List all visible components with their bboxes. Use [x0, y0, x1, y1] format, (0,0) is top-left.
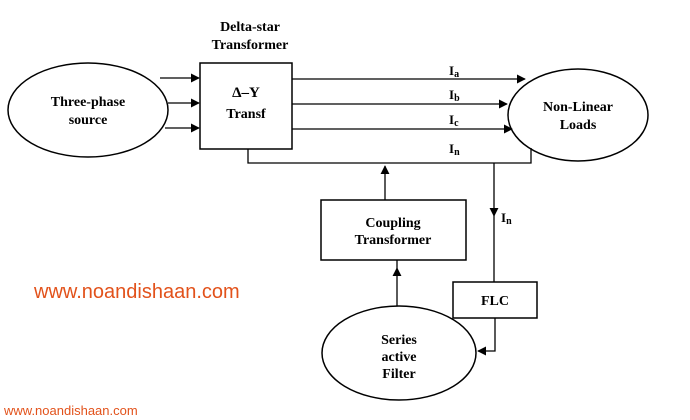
transformer-title-line2: Transformer	[212, 38, 289, 53]
loads-label-line1: Non-Linear	[543, 100, 613, 115]
transformer-label: Transf	[226, 107, 266, 122]
watermark-main: www.noandishaan.com	[33, 281, 240, 303]
loads-label-line2: Loads	[560, 118, 597, 133]
transformer-title-line1: Delta-star	[220, 20, 280, 35]
neutral-line	[247, 148, 532, 164]
delta-star-transformer-box	[199, 62, 293, 150]
current-label-ic: Ic	[449, 112, 459, 129]
coupling-label-line2: Transformer	[355, 233, 432, 248]
filter-label-line3: Filter	[382, 367, 415, 382]
watermark-footer: www.noandishaan.com	[3, 403, 138, 418]
source-label-line2: source	[69, 113, 108, 128]
coupling-label-line1: Coupling	[365, 216, 420, 231]
current-label-in-sensed: In	[501, 210, 512, 227]
current-label-in: In	[449, 141, 460, 158]
transformer-symbol: Δ–Y	[232, 85, 260, 101]
non-linear-loads-node	[507, 68, 649, 162]
three-phase-source-node	[7, 62, 169, 158]
flc-label: FLC	[481, 294, 509, 309]
current-label-ib: Ib	[449, 87, 460, 104]
filter-label-line2: active	[382, 350, 417, 365]
flc-to-filter-arrow	[477, 318, 496, 356]
series-active-filter-node	[321, 305, 477, 401]
source-label-line1: Three-phase	[51, 95, 125, 110]
coupling-transformer-box	[320, 199, 467, 261]
filter-label-line1: Series	[381, 333, 417, 348]
current-label-ia: Ia	[449, 63, 459, 80]
